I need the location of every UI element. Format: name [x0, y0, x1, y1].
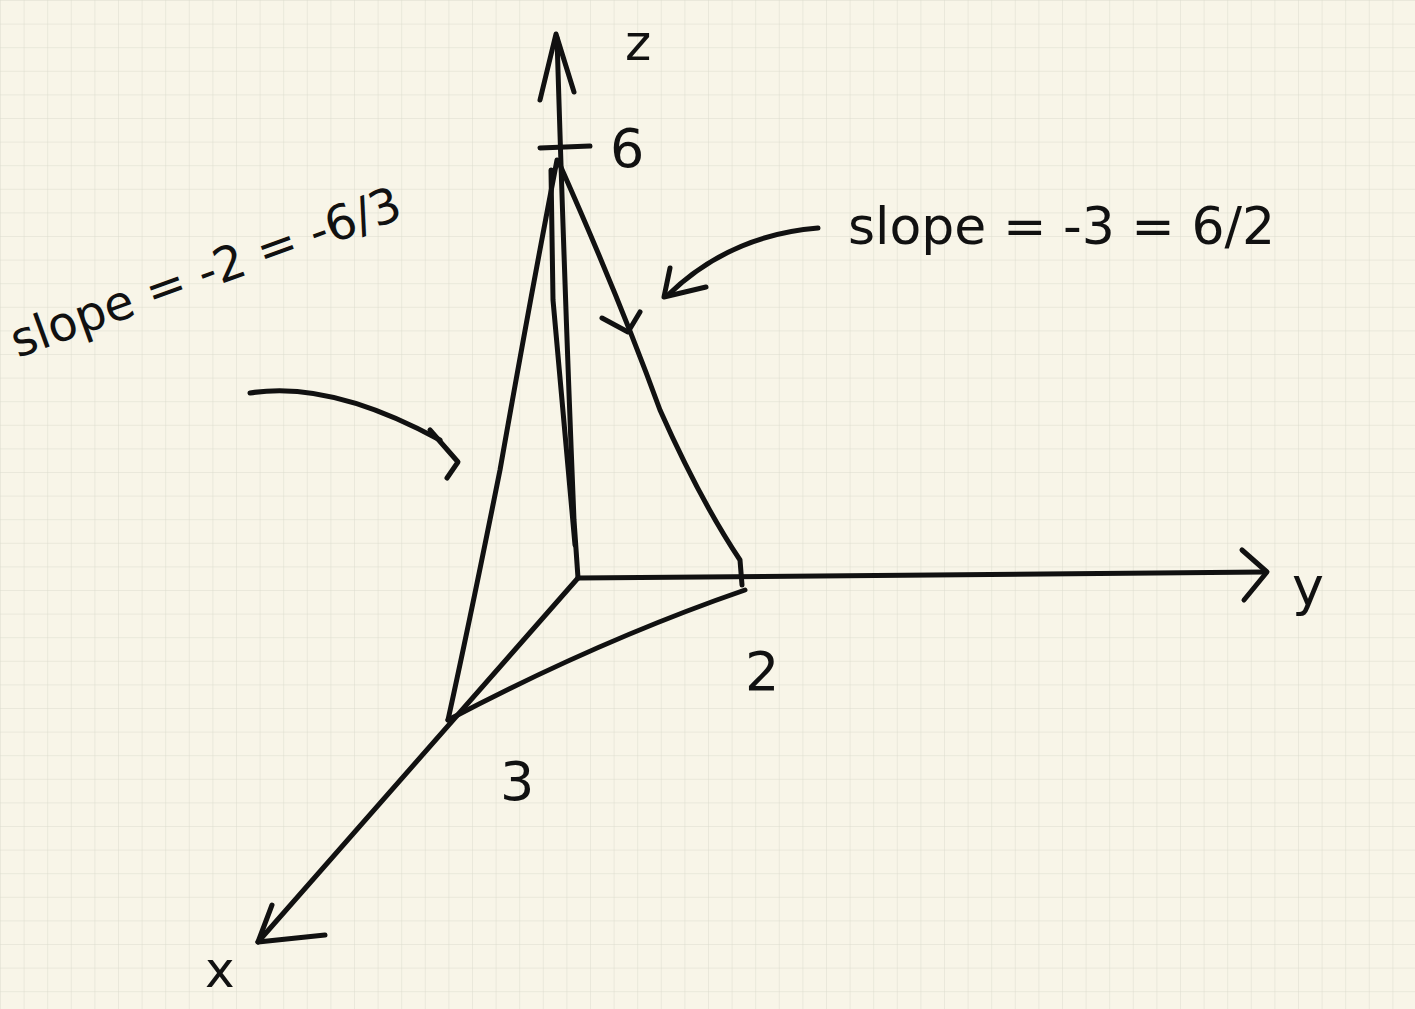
- tick-value: 6: [610, 122, 644, 176]
- tick-value: 3: [500, 755, 534, 809]
- leader-arrowhead: [664, 268, 706, 297]
- xy-edge: [448, 590, 745, 720]
- tick-mark: [602, 312, 640, 332]
- leader-arrowhead: [430, 430, 458, 478]
- z-axis: [557, 38, 578, 578]
- tick-value: 2: [745, 645, 779, 699]
- leader-line: [250, 391, 440, 440]
- yz-edge: [560, 165, 742, 585]
- x-axis: [258, 578, 578, 942]
- y-arrowhead: [1242, 550, 1267, 600]
- z-arrowhead: [540, 34, 574, 100]
- slope-note: slope = -3 = 6/2: [848, 200, 1275, 252]
- axis-label: y: [1292, 560, 1324, 614]
- axis-label: z: [625, 18, 651, 68]
- axis-label: x: [205, 945, 235, 995]
- tick-mark: [540, 146, 590, 148]
- y-axis: [578, 572, 1265, 578]
- xz-edge: [448, 160, 557, 720]
- z-edge: [551, 170, 575, 545]
- x-arrowhead: [258, 905, 325, 942]
- leader-line: [668, 228, 818, 295]
